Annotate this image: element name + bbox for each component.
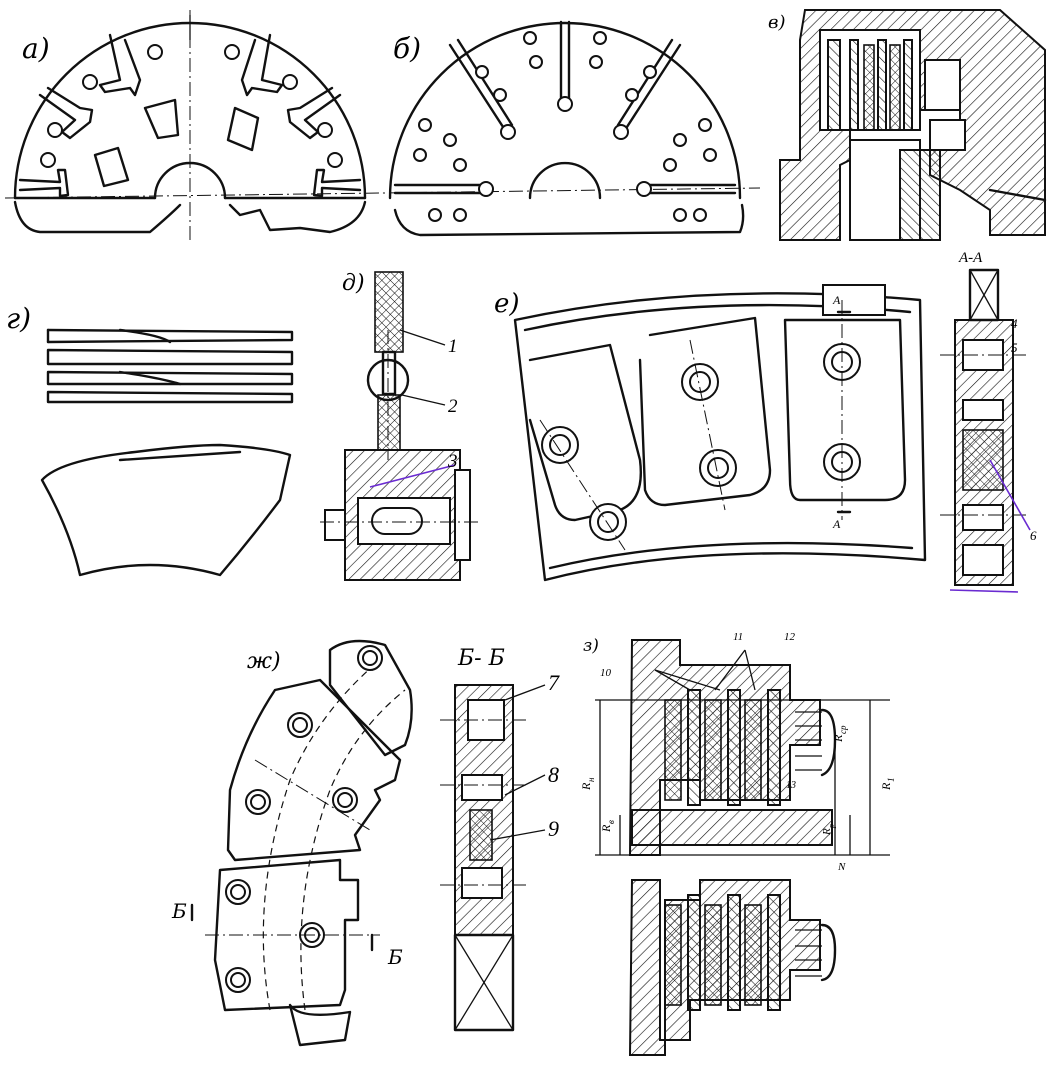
figure-z-multidisc-clutch — [595, 639, 890, 1056]
label-figure-a: а) — [22, 32, 50, 65]
callout-13: 13 — [786, 780, 796, 791]
section-label-bb: Б- Б — [457, 646, 505, 671]
label-figure-v: в) — [768, 12, 786, 33]
callout-7: 7 — [548, 670, 560, 695]
label-figure-z: з) — [583, 636, 599, 656]
figure-zh-curved-segments — [190, 639, 413, 1047]
callout-12: 12 — [784, 631, 796, 643]
svg-text:н: н — [586, 777, 596, 782]
callout-1: 1 — [448, 336, 458, 357]
section-mark-a-bottom: А — [832, 517, 841, 531]
label-figure-zh: ж) — [247, 649, 281, 674]
callout-2: 2 — [448, 396, 458, 417]
callout-10: 10 — [600, 667, 612, 679]
callout-11: 11 — [733, 631, 743, 643]
callout-8: 8 — [548, 762, 559, 787]
callout-9: 9 — [548, 816, 559, 841]
dim-r-cp: R ср — [831, 725, 848, 743]
callout-5: 5 — [1011, 340, 1018, 355]
figure-b-perforated-disc — [388, 20, 745, 237]
label-figure-b: б) — [393, 32, 421, 65]
figure-labels: а) б) в) г) д) е) ж) з) А-А Б- Б А А Б Б… — [6, 12, 1037, 969]
callout-3: 3 — [447, 451, 458, 472]
label-figure-d: д) — [342, 271, 365, 296]
section-a-a — [940, 268, 1031, 593]
figure-g-split-plates — [40, 328, 294, 577]
svg-text:р: р — [827, 824, 836, 829]
figure-v-clutch-section — [779, 9, 1047, 241]
section-b-b — [440, 684, 546, 1032]
section-mark-b-left: Б — [171, 899, 187, 923]
dim-r-h: R н — [579, 777, 596, 791]
dim-r-b: R в — [599, 820, 616, 833]
figure-e-segmented-disc — [513, 284, 927, 582]
callout-4: 4 — [1011, 316, 1018, 331]
figure-a-slotted-disc — [4, 10, 761, 240]
svg-text:R: R — [599, 824, 613, 833]
svg-text:R: R — [831, 734, 845, 743]
dim-r-1: R 1 — [879, 778, 896, 792]
label-figure-g: г) — [6, 302, 31, 335]
svg-text:R: R — [821, 828, 833, 836]
section-mark-b-right: Б — [387, 945, 403, 969]
figure-d-lever-detail — [320, 271, 480, 581]
svg-text:R: R — [879, 782, 893, 791]
svg-text:1: 1 — [886, 778, 896, 783]
dim-n: N — [837, 861, 846, 873]
section-label-aa: А-А — [958, 250, 983, 266]
label-figure-e: е) — [494, 289, 520, 319]
section-mark-a-top: А — [832, 293, 841, 307]
dim-r-p: R р — [821, 824, 836, 836]
svg-text:ср: ср — [838, 725, 848, 734]
svg-text:R: R — [579, 782, 593, 791]
svg-text:в: в — [606, 820, 616, 824]
callout-6: 6 — [1030, 528, 1037, 543]
